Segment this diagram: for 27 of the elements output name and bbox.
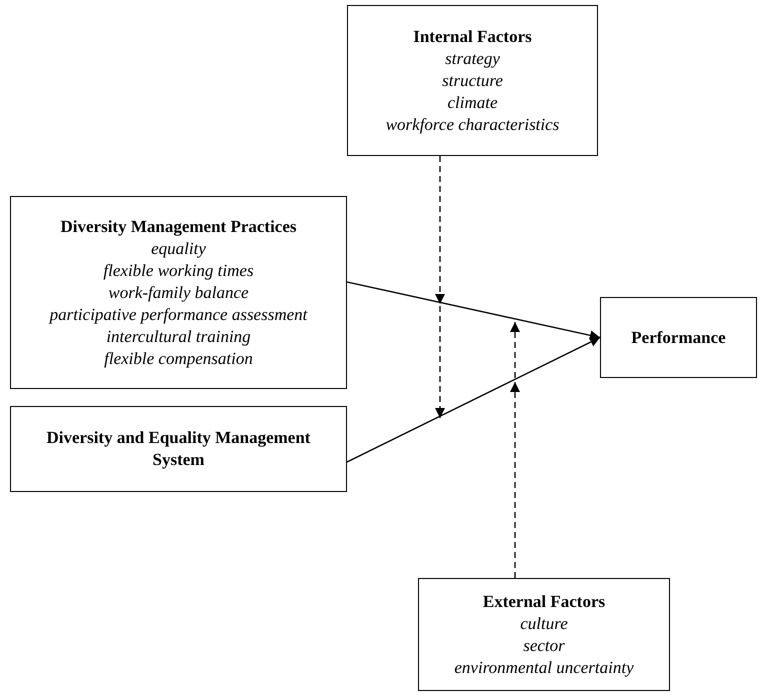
list-item: sector (523, 634, 565, 656)
factor-box (10, 196, 347, 389)
box-title: Diversity and Equality Management System (46, 427, 312, 471)
arrow (346, 281, 600, 340)
box (10, 406, 347, 492)
list-item: intercultural training (106, 326, 251, 348)
list-item: equality (151, 238, 206, 260)
dashed-arrow (510, 322, 520, 578)
list-item: culture (520, 612, 568, 634)
list-item: work-family balance (108, 282, 249, 304)
list-item: environmental uncertainty (454, 656, 634, 678)
factor-box (347, 5, 598, 156)
box-title: External Factors (482, 590, 606, 612)
box-title: Diversity Management Practices (60, 216, 297, 238)
dashed-arrow (435, 156, 445, 418)
box-title: Performance (631, 326, 726, 348)
list-item: workforce characteristics (386, 114, 560, 136)
box-title: Internal Factors (413, 26, 532, 48)
factor-box (418, 578, 670, 691)
list-item: structure (442, 70, 503, 92)
box (600, 297, 757, 378)
list-item: strategy (445, 48, 500, 70)
list-item: climate (447, 92, 498, 114)
list-item: flexible working times (103, 260, 254, 282)
list-item: participative performance assessment (50, 304, 308, 326)
arrow (346, 336, 600, 463)
list-item: flexible compensation (104, 348, 253, 370)
